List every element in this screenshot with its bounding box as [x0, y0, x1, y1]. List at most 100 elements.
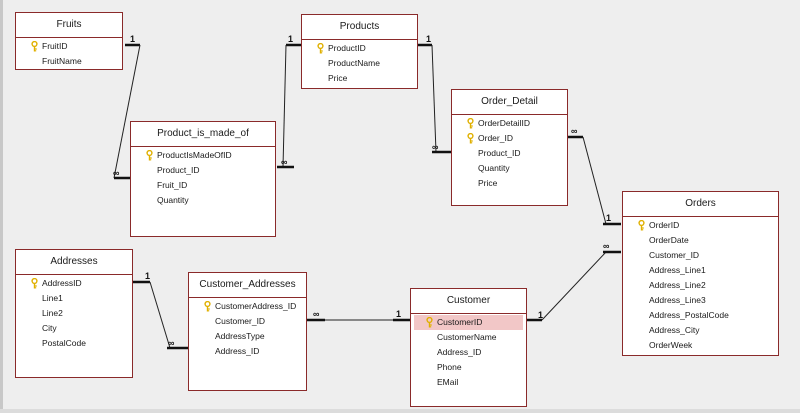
relationship-fruits-product-is-made-of[interactable]: 1 ∞ [113, 34, 141, 180]
field-list: FruitID FruitName [16, 38, 122, 69]
relationship-products-order-detail[interactable]: 1 ∞ [418, 34, 451, 154]
field-row[interactable]: ProductIsMadeOfID [131, 148, 275, 163]
field-name: ProductIsMadeOfID [157, 150, 232, 160]
relationship-products-product-is-made-of[interactable]: 1 ∞ [277, 34, 301, 169]
table-title[interactable]: Customer_Addresses [189, 273, 306, 298]
field-list: CustomerID CustomerName Address_ID Phone… [411, 314, 526, 390]
cardinality-many-label: ∞ [571, 126, 578, 136]
field-row[interactable]: Quantity [131, 193, 275, 208]
table-customer[interactable]: Customer CustomerID CustomerName Address… [410, 288, 527, 407]
field-row[interactable]: Quantity [452, 161, 567, 176]
table-title[interactable]: Fruits [16, 13, 122, 38]
field-row[interactable]: OrderDate [623, 233, 778, 248]
field-list: OrderDetailID Order_ID Product_ID Quanti… [452, 115, 567, 191]
primary-key-icon [426, 316, 433, 328]
field-list: ProductIsMadeOfID Product_ID Fruit_ID Qu… [131, 147, 275, 208]
field-row[interactable]: CustomerAddress_ID [189, 299, 306, 314]
cardinality-one-label: 1 [538, 310, 543, 320]
field-row[interactable]: ProductName [302, 56, 417, 71]
field-row[interactable]: PostalCode [16, 336, 132, 351]
primary-key-icon [31, 40, 38, 52]
field-name: Product_ID [157, 165, 200, 175]
table-title[interactable]: Product_is_made_of [131, 122, 275, 147]
primary-key-icon [467, 117, 474, 129]
cardinality-many-label: ∞ [313, 309, 320, 319]
table-products[interactable]: Products ProductID ProductName Price [301, 14, 418, 89]
cardinality-one-label: 1 [288, 34, 293, 44]
field-row[interactable]: Address_ID [189, 344, 306, 359]
field-row[interactable]: OrderDetailID [452, 116, 567, 131]
table-title[interactable]: Products [302, 15, 417, 40]
field-name: CustomerID [437, 317, 483, 327]
field-row[interactable]: Price [452, 176, 567, 191]
field-row[interactable]: Product_ID [131, 163, 275, 178]
field-row[interactable]: AddressType [189, 329, 306, 344]
field-name: OrderWeek [649, 340, 693, 350]
field-row[interactable]: Price [302, 71, 417, 86]
field-name: Address_ID [215, 346, 260, 356]
field-name: Product_ID [478, 148, 521, 158]
field-row[interactable]: Address_PostalCode [623, 308, 778, 323]
relationship-customer-customer-addresses[interactable]: ∞ 1 [307, 309, 411, 322]
field-row[interactable]: Address_Line1 [623, 263, 778, 278]
field-row[interactable]: Phone [411, 360, 526, 375]
field-row[interactable]: OrderWeek [623, 338, 778, 353]
field-row-selected[interactable]: CustomerID [414, 315, 523, 330]
cardinality-many-label: ∞ [281, 157, 288, 167]
field-row[interactable]: EMail [411, 375, 526, 390]
table-title[interactable]: Order_Detail [452, 90, 567, 115]
field-row[interactable]: Product_ID [452, 146, 567, 161]
field-name: PostalCode [42, 338, 86, 348]
field-row[interactable]: FruitName [16, 54, 122, 69]
table-customer-addresses[interactable]: Customer_Addresses CustomerAddress_ID Cu… [188, 272, 307, 391]
field-name: Line1 [42, 293, 63, 303]
field-row[interactable]: Order_ID [452, 131, 567, 146]
primary-key-icon [31, 277, 38, 289]
field-name: ProductName [328, 58, 380, 68]
field-row[interactable]: Address_City [623, 323, 778, 338]
relationship-orders-order-detail[interactable]: ∞ 1 [567, 126, 621, 226]
primary-key-icon [146, 149, 153, 161]
field-list: ProductID ProductName Price [302, 40, 417, 86]
field-name: Fruit_ID [157, 180, 188, 190]
field-name: FruitID [42, 41, 68, 51]
table-addresses[interactable]: Addresses AddressID Line1 Line2 City Pos… [15, 249, 133, 378]
field-row[interactable]: CustomerName [411, 330, 526, 345]
cardinality-one-label: 1 [130, 34, 135, 44]
table-title[interactable]: Customer [411, 289, 526, 314]
field-row[interactable]: FruitID [16, 39, 122, 54]
relationship-addresses-customer-addresses[interactable]: 1 ∞ [133, 271, 188, 350]
table-fruits[interactable]: Fruits FruitID FruitName [15, 12, 123, 70]
field-list: CustomerAddress_ID Customer_ID AddressTy… [189, 298, 306, 359]
field-row[interactable]: Fruit_ID [131, 178, 275, 193]
field-name: CustomerName [437, 332, 497, 342]
field-row[interactable]: Customer_ID [623, 248, 778, 263]
relationship-customer-orders[interactable]: 1 ∞ [527, 241, 621, 322]
field-row[interactable]: Customer_ID [189, 314, 306, 329]
field-name: AddressID [42, 278, 82, 288]
table-product-is-made-of[interactable]: Product_is_made_of ProductIsMadeOfID Pro… [130, 121, 276, 237]
field-row[interactable]: AddressID [16, 276, 132, 291]
field-row[interactable]: Address_Line3 [623, 293, 778, 308]
field-row[interactable]: Line2 [16, 306, 132, 321]
field-name: Address_Line3 [649, 295, 706, 305]
field-name: ProductID [328, 43, 366, 53]
table-order-detail[interactable]: Order_Detail OrderDetailID Order_ID Prod… [451, 89, 568, 206]
field-name: EMail [437, 377, 459, 387]
field-name: Address_Line1 [649, 265, 706, 275]
field-row[interactable]: Address_ID [411, 345, 526, 360]
field-row[interactable]: ProductID [302, 41, 417, 56]
field-row[interactable]: Line1 [16, 291, 132, 306]
field-name: AddressType [215, 331, 265, 341]
field-name: Customer_ID [215, 316, 266, 326]
table-title[interactable]: Addresses [16, 250, 132, 275]
table-orders[interactable]: Orders OrderID OrderDate Customer_ID Add… [622, 191, 779, 356]
field-name: Quantity [157, 195, 189, 205]
field-row[interactable]: City [16, 321, 132, 336]
field-list: AddressID Line1 Line2 City PostalCode [16, 275, 132, 351]
cardinality-many-label: ∞ [432, 142, 439, 152]
table-title[interactable]: Orders [623, 192, 778, 217]
field-row[interactable]: Address_Line2 [623, 278, 778, 293]
field-row[interactable]: OrderID [623, 218, 778, 233]
